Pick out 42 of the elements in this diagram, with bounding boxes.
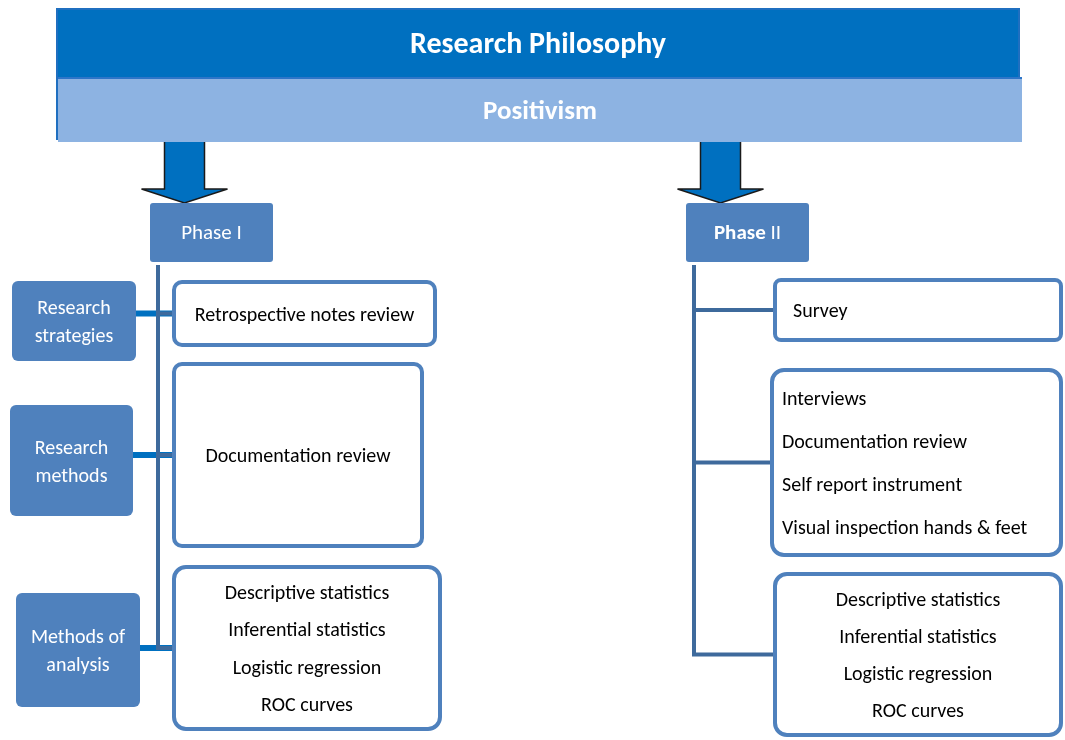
block-arrow <box>676 139 765 204</box>
tree-line <box>156 265 172 650</box>
subtitle-band <box>58 77 1022 142</box>
item-text: Logistic regression <box>232 653 382 681</box>
item-text: Inferential statistics <box>228 616 386 644</box>
category-box <box>12 281 136 361</box>
title-text: Research Philosophy <box>410 23 666 63</box>
item-text: Research strategies <box>33 294 115 349</box>
item-text: Inferential statistics <box>839 622 997 650</box>
content-box <box>773 278 1063 342</box>
tree-line <box>692 265 773 657</box>
item-text: ROC curves <box>261 691 353 719</box>
content-box <box>172 565 442 731</box>
item-text: Documentation review <box>782 427 968 454</box>
content-box <box>770 368 1063 557</box>
category-box <box>16 593 140 707</box>
item-text: Phase I <box>181 217 242 247</box>
block-arrow <box>140 139 229 204</box>
item-text: Interviews <box>782 384 868 411</box>
title-banner <box>56 8 1020 140</box>
item-text: Survey <box>793 297 848 324</box>
category-box <box>10 405 133 516</box>
content-box <box>773 572 1063 737</box>
item-text: Phase II <box>713 217 782 247</box>
phase-box <box>686 203 809 262</box>
item-text: Descriptive statistics <box>224 578 390 606</box>
title-text: Positivism <box>483 92 597 129</box>
item-text: ROC curves <box>872 697 964 725</box>
content-box <box>172 280 437 347</box>
item-text: Retrospective notes review <box>194 300 415 328</box>
item-text: Logistic regression <box>843 660 993 688</box>
connector-line <box>136 310 172 317</box>
phase-box <box>150 203 273 262</box>
item-text: Research methods <box>33 433 110 489</box>
item-text: Documentation review <box>205 442 391 469</box>
item-text: Visual inspection hands & feet <box>782 514 1029 541</box>
item-text: Descriptive statistics <box>835 585 1001 613</box>
connector-line <box>133 452 172 458</box>
item-text: Self report instrument <box>782 471 964 498</box>
item-text: Methods of analysis <box>29 623 127 678</box>
content-box <box>172 362 424 548</box>
connector-line <box>140 645 172 651</box>
